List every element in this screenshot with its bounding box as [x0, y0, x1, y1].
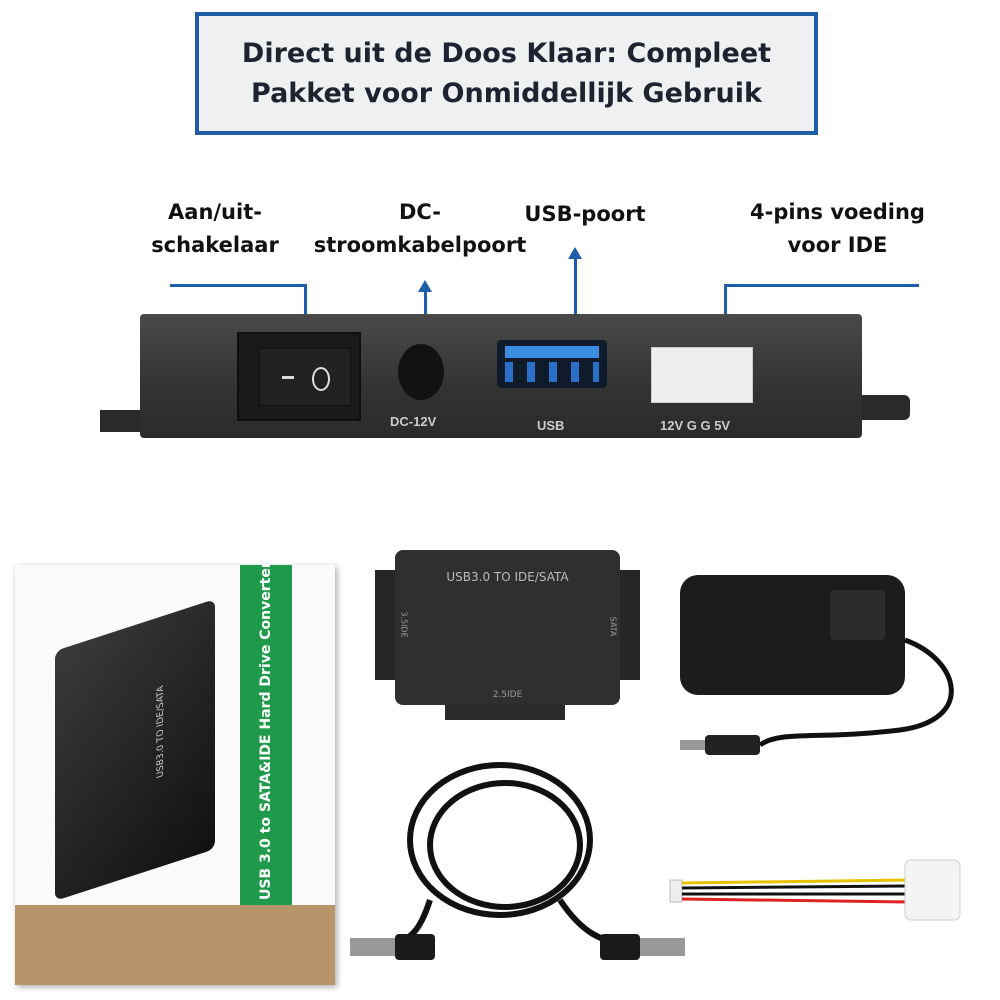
leader-line [724, 284, 919, 287]
device-tab [100, 410, 145, 432]
leader-line [170, 284, 307, 287]
usb-plug [640, 938, 685, 956]
dc-jack [398, 344, 444, 400]
usb-label: USB [537, 418, 565, 433]
arrow-up-icon [568, 247, 582, 259]
dc-plug [705, 735, 760, 755]
adapter-label: USB3.0 TO IDE/SATA [446, 570, 569, 584]
box-green-stripe: USB 3.0 to SATA&IDE Hard Drive Converter [240, 561, 292, 905]
usb-ide-sata-adapter: USB3.0 TO IDE/SATA 3.5IDE SATA 2.5IDE [375, 550, 640, 720]
callout-usb-port: USB-poort [524, 202, 646, 226]
page-title: Direct uit de Doos Klaar: Compleet Pakke… [195, 12, 818, 135]
switch-on-mark [282, 376, 294, 379]
arrow-up-icon [418, 280, 432, 292]
callout-ide-power: 4-pins voeding voor IDE [750, 200, 925, 257]
usb-plug [350, 938, 400, 956]
switch-off-mark [312, 367, 330, 391]
power-cable [758, 637, 954, 748]
retail-box: USB 3.0 to SATA&IDE Hard Drive Converter… [15, 561, 335, 985]
device-front-panel: DC-12V USB 12V G G 5V [140, 314, 862, 438]
callout-power-switch: Aan/uit- schakelaar [151, 200, 279, 257]
callout-dc-port: DC- stroomkabelpoort [313, 200, 527, 257]
power-switch [237, 332, 361, 421]
molex-cable [669, 859, 961, 921]
ide-power-socket [651, 347, 753, 403]
usb-port [497, 340, 607, 388]
device-tab [858, 395, 910, 420]
dc-label: DC-12V [390, 414, 437, 429]
power-pin-label: 12V G G 5V [660, 418, 731, 433]
usb-cable-loop [407, 762, 593, 918]
box-cardboard [15, 905, 335, 985]
adapter-bottom-label: 2.5IDE [492, 690, 523, 700]
